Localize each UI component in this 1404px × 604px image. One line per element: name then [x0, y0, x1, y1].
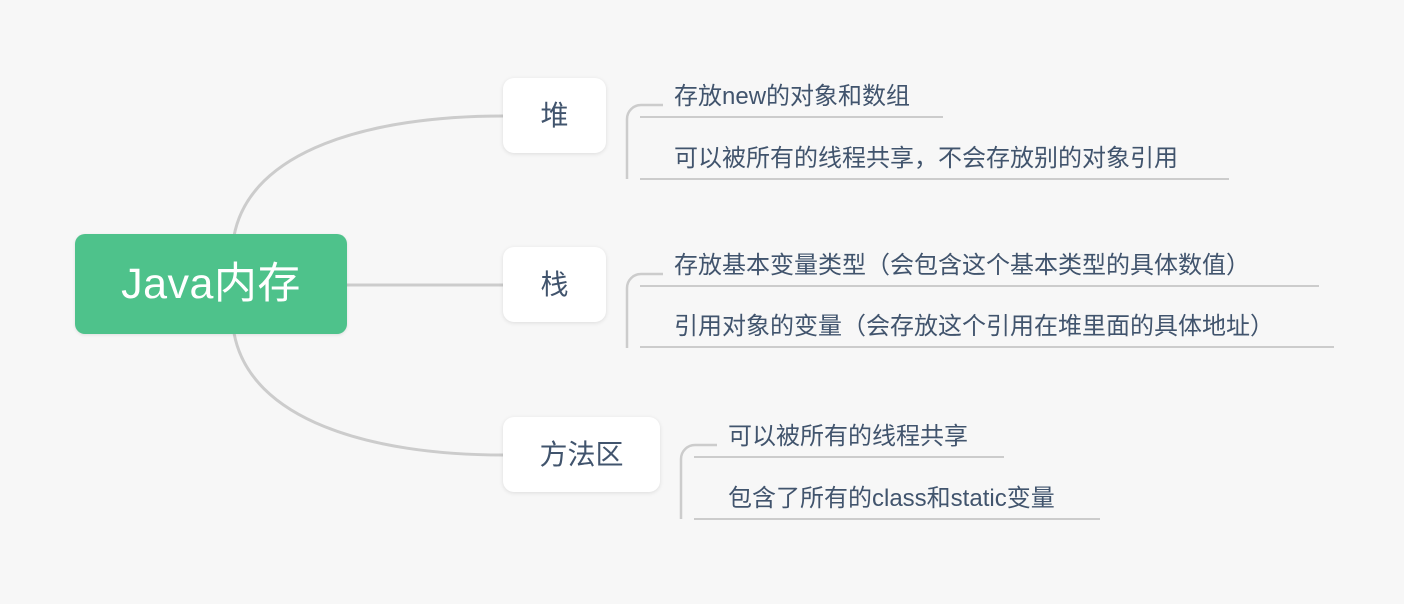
connector-root-to-method: [232, 332, 504, 457]
leaf-item-text: 可以被所有的线程共享: [728, 422, 968, 450]
branch-node-method-area-label: 方法区: [539, 438, 624, 470]
leaf-item-text: 包含了所有的class和static变量: [728, 484, 1055, 512]
leaf-item[interactable]: 存放new的对象和数组: [640, 56, 943, 118]
branch-node-heap[interactable]: 堆: [503, 78, 606, 153]
leaf-group-method-area: 可以被所有的线程共享 包含了所有的class和static变量: [679, 396, 1100, 520]
leaf-group-stack: 存放基本变量类型（会包含这个基本类型的具体数值） 引用对象的变量（会存放这个引用…: [625, 226, 1334, 348]
leaf-item-text: 存放new的对象和数组: [674, 82, 911, 110]
branch-node-heap-label: 堆: [540, 99, 569, 131]
leaf-item[interactable]: 包含了所有的class和static变量: [694, 458, 1100, 520]
leaf-item-text: 存放基本变量类型（会包含这个基本类型的具体数值）: [674, 251, 1250, 279]
leaf-item[interactable]: 引用对象的变量（会存放这个引用在堆里面的具体地址）: [640, 287, 1334, 348]
branch-node-stack[interactable]: 栈: [503, 247, 606, 322]
branch-node-method-area[interactable]: 方法区: [503, 417, 660, 492]
leaf-item[interactable]: 存放基本变量类型（会包含这个基本类型的具体数值）: [640, 226, 1319, 287]
leaf-item[interactable]: 可以被所有的线程共享，不会存放别的对象引用: [640, 118, 1229, 180]
leaf-item[interactable]: 可以被所有的线程共享: [694, 396, 1004, 458]
leaf-item-text: 可以被所有的线程共享，不会存放别的对象引用: [674, 144, 1178, 172]
branch-node-stack-label: 栈: [540, 268, 569, 300]
leaf-item-text: 引用对象的变量（会存放这个引用在堆里面的具体地址）: [674, 312, 1274, 340]
connector-root-to-heap: [232, 114, 504, 237]
leaf-group-heap: 存放new的对象和数组 可以被所有的线程共享，不会存放别的对象引用: [625, 56, 1229, 180]
root-node-label: Java内存: [121, 259, 301, 308]
root-node[interactable]: Java内存: [75, 234, 347, 334]
